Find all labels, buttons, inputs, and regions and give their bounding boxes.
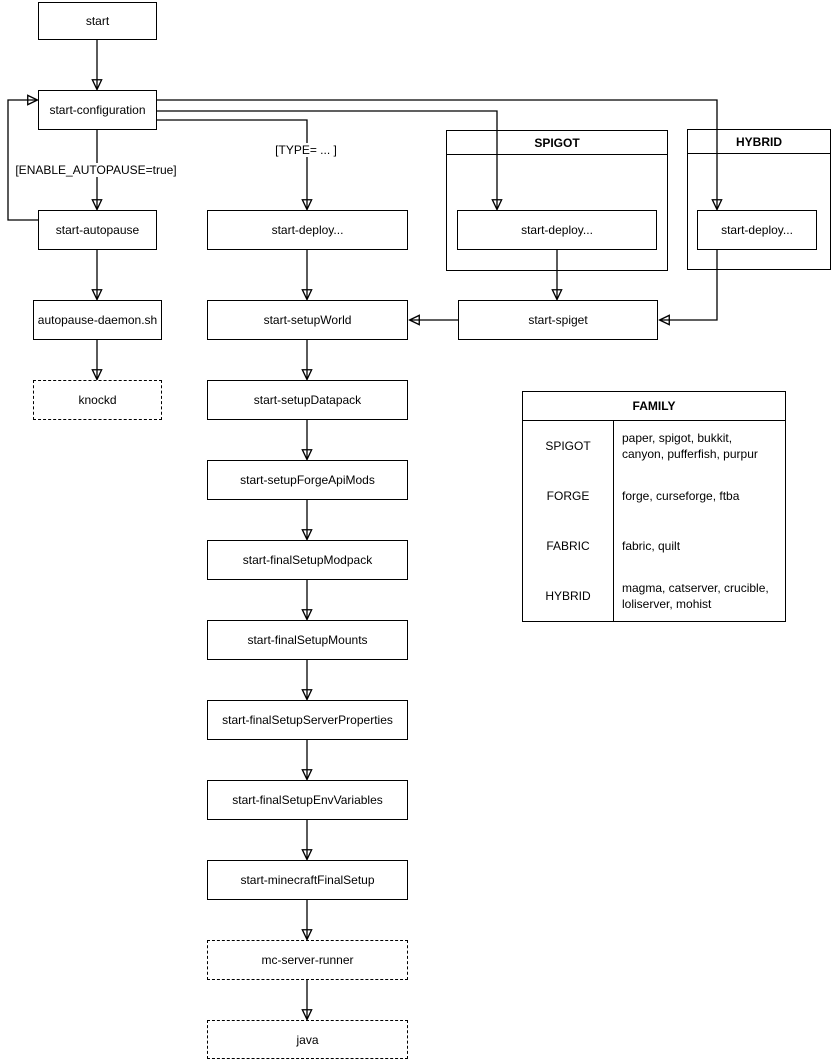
family-name: FABRIC [546,539,590,553]
family-name: SPIGOT [545,439,591,453]
family-row-spigot: SPIGOT paper, spigot, bukkit, canyon, pu… [523,421,785,471]
edge-configuration-to-deploy [157,119,307,209]
spigot-group-title: SPIGOT [447,131,667,155]
family-row-hybrid: HYBRID magma, catserver, crucible, lolis… [523,571,785,621]
node-start-deploy: start-deploy... [207,210,408,250]
node-start-setupdatapack: start-setupDatapack [207,380,408,420]
edge-autopause-loop-to-configuration [7,100,38,221]
family-row-fabric: FABRIC fabric, quilt [523,521,785,571]
node-autopause-daemon: autopause-daemon.sh [33,300,162,340]
family-table-body: SPIGOT paper, spigot, bukkit, canyon, pu… [523,421,785,621]
node-start-autopause: start-autopause [38,210,157,250]
edge-hybriddeploy-to-spiget [660,250,718,320]
node-start-finalsetupmodpack: start-finalSetupModpack [207,540,408,580]
node-spigot-start-deploy: start-deploy... [457,210,657,250]
node-start: start [38,2,157,40]
family-row-forge: FORGE forge, curseforge, ftba [523,471,785,521]
node-start-finalsetupmounts: start-finalSetupMounts [207,620,408,660]
hybrid-group-title: HYBRID [688,130,830,154]
family-members: fabric, quilt [613,521,785,571]
node-start-minecraftfinalsetup: start-minecraftFinalSetup [207,860,408,900]
node-start-spiget: start-spiget [458,300,658,340]
node-knockd: knockd [33,380,162,420]
family-name: FORGE [546,489,590,503]
family-table: FAMILY SPIGOT paper, spigot, bukkit, can… [522,391,786,622]
family-table-title: FAMILY [523,392,785,421]
node-start-finalsetupserverproperties: start-finalSetupServerProperties [207,700,408,740]
node-start-setupforgeapimods: start-setupForgeApiMods [207,460,408,500]
node-start-finalsetupenvvariables: start-finalSetupEnvVariables [207,780,408,820]
edge-configuration-to-hybrid-deploy [157,99,717,209]
edge-configuration-to-spigot-deploy [157,110,497,209]
node-mc-server-runner: mc-server-runner [207,940,408,980]
edge-label-type: [TYPE= ... ] [273,143,339,157]
family-name: HYBRID [545,589,591,603]
family-members: magma, catserver, crucible, loliserver, … [613,571,785,621]
node-java: java [207,1020,408,1059]
node-hybrid-start-deploy: start-deploy... [697,210,817,250]
family-members: forge, curseforge, ftba [613,471,785,521]
node-start-setupworld: start-setupWorld [207,300,408,340]
node-start-configuration: start-configuration [38,90,157,130]
family-members: paper, spigot, bukkit, canyon, pufferfis… [613,421,785,471]
edge-label-enable-autopause: [ENABLE_AUTOPAUSE=true] [13,163,179,177]
